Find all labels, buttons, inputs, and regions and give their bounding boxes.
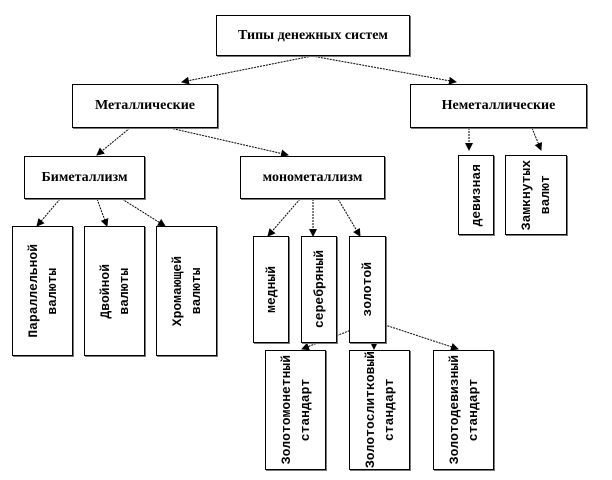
bimetal-type-node: Двойной валюты <box>84 226 145 356</box>
monometallism-node: монометаллизм <box>240 156 385 199</box>
bimetallism-node: Биметаллизм <box>24 156 145 199</box>
nonmetal-type-node: девизная <box>458 155 494 235</box>
gold-standard-label: Золотодевизный стандарт <box>446 355 481 465</box>
monometal-type-label: медный <box>263 266 279 313</box>
gold-standard-label: Золотослитковый стандарт <box>362 351 397 469</box>
bimetallism-label: Биметаллизм <box>41 169 128 185</box>
gold-standard-label: Золотомонетный стандарт <box>278 355 313 465</box>
bimetal-type-node: Параллельной валюты <box>12 226 73 356</box>
nonmetallic-node: Неметаллические <box>410 84 587 128</box>
monometal-type-node: золотой <box>349 236 386 343</box>
monometal-type-label: серебряный <box>311 250 327 329</box>
monometal-type-node: медный <box>253 236 289 343</box>
monometal-type-label: золотой <box>360 262 375 317</box>
metallic-label: Металлические <box>94 98 196 113</box>
metallic-node: Металлические <box>72 84 218 128</box>
bimetal-type-label: Параллельной валюты <box>25 244 60 338</box>
bimetal-type-label: Хромающей валюты <box>169 255 204 327</box>
nonmetal-type-label: девизная <box>468 163 484 227</box>
monometal-type-node: серебряный <box>301 236 337 343</box>
root-node: Типы денежных систем <box>216 15 410 56</box>
gold-standard-node: Золотомонетный стандарт <box>265 350 326 470</box>
nonmetal-type-node: Замкнутых валют <box>505 155 567 235</box>
gold-standard-node: Золотодевизный стандарт <box>433 350 494 470</box>
nonmetallic-label: Неметаллические <box>441 98 556 113</box>
nonmetal-type-label: Замкнутых валют <box>519 159 553 231</box>
gold-standard-node: Золотослитковый стандарт <box>349 350 410 470</box>
monometallism-label: монометаллизм <box>262 169 363 185</box>
bimetal-type-label: Двойной валюты <box>97 263 132 319</box>
bimetal-type-node: Хромающей валюты <box>156 226 217 356</box>
root-label: Типы денежных систем <box>238 27 388 43</box>
